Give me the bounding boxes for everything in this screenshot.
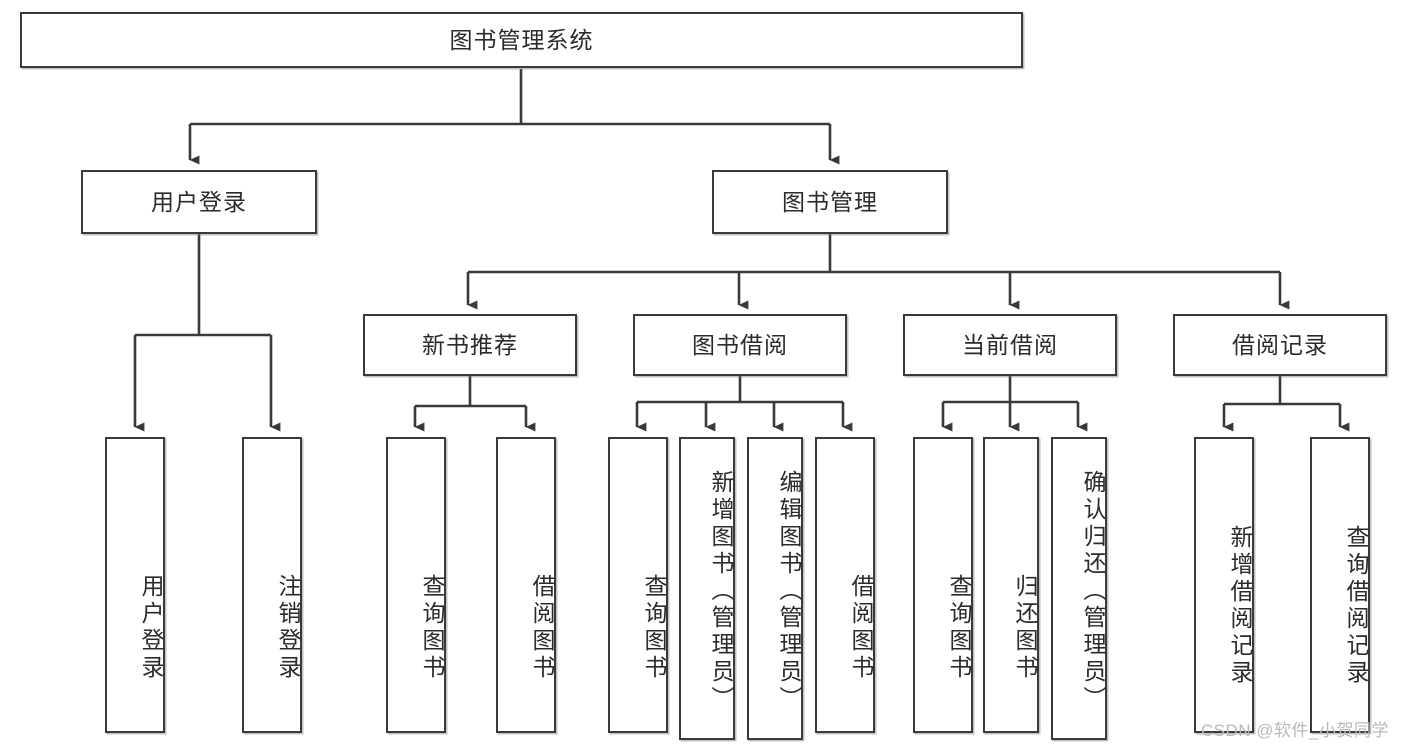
leaf-borrow-edit-book-admin-label: 编辑图书（管理员） [776,470,802,713]
leaf-borrow-add-book-admin[interactable]: 新增图书（管理员） [679,437,735,740]
leaf-user-logout-label: 注销登录 [275,573,301,682]
leaf-current-query-book[interactable]: 查询图书 [913,437,973,733]
node-borrow-records[interactable]: 借阅记录 [1173,314,1387,376]
csdn-watermark: CSDN @软件_小贺同学 [1200,721,1389,740]
leaf-records-query-record[interactable]: 查询借阅记录 [1310,437,1370,733]
node-book-management[interactable]: 图书管理 [712,170,948,234]
leaf-newbook-borrow-book[interactable]: 借阅图书 [496,437,556,733]
leaf-current-query-book-label: 查询图书 [946,573,972,682]
node-root[interactable]: 图书管理系统 [20,12,1023,68]
leaf-newbook-borrow-book-label: 借阅图书 [529,573,555,682]
leaf-user-logout[interactable]: 注销登录 [242,437,302,733]
leaf-borrow-borrow-book[interactable]: 借阅图书 [815,437,875,733]
leaf-records-add-record[interactable]: 新增借阅记录 [1194,437,1254,733]
leaf-newbook-query-book[interactable]: 查询图书 [386,437,446,733]
node-borrow-records-label: 借阅记录 [1232,331,1328,358]
node-root-label: 图书管理系统 [449,26,594,53]
leaf-current-return-book-label: 归还图书 [1012,573,1038,682]
leaf-newbook-query-book-label: 查询图书 [419,573,445,682]
node-book-management-label: 图书管理 [782,188,878,215]
leaf-user-login[interactable]: 用户登录 [105,437,165,733]
leaf-user-login-label: 用户登录 [138,573,164,682]
leaf-records-add-record-label: 新增借阅记录 [1227,525,1253,687]
node-current-borrow[interactable]: 当前借阅 [903,314,1117,376]
leaf-records-query-record-label: 查询借阅记录 [1343,525,1369,687]
leaf-current-return-book[interactable]: 归还图书 [983,437,1039,733]
node-book-borrow[interactable]: 图书借阅 [633,314,847,376]
leaf-current-confirm-return-admin[interactable]: 确认归还（管理员） [1051,437,1107,740]
node-new-book-recommend-label: 新书推荐 [422,331,518,358]
node-book-borrow-label: 图书借阅 [692,331,788,358]
leaf-borrow-add-book-admin-label: 新增图书（管理员） [708,470,734,713]
node-user-login-label: 用户登录 [151,188,247,215]
leaf-borrow-borrow-book-label: 借阅图书 [848,573,874,682]
leaf-borrow-query-book[interactable]: 查询图书 [608,437,668,733]
node-new-book-recommend[interactable]: 新书推荐 [363,314,577,376]
leaf-borrow-query-book-label: 查询图书 [641,573,667,682]
node-user-login[interactable]: 用户登录 [81,170,317,234]
node-current-borrow-label: 当前借阅 [962,331,1058,358]
leaf-current-confirm-return-admin-label: 确认归还（管理员） [1080,470,1106,713]
leaf-borrow-edit-book-admin[interactable]: 编辑图书（管理员） [747,437,803,740]
